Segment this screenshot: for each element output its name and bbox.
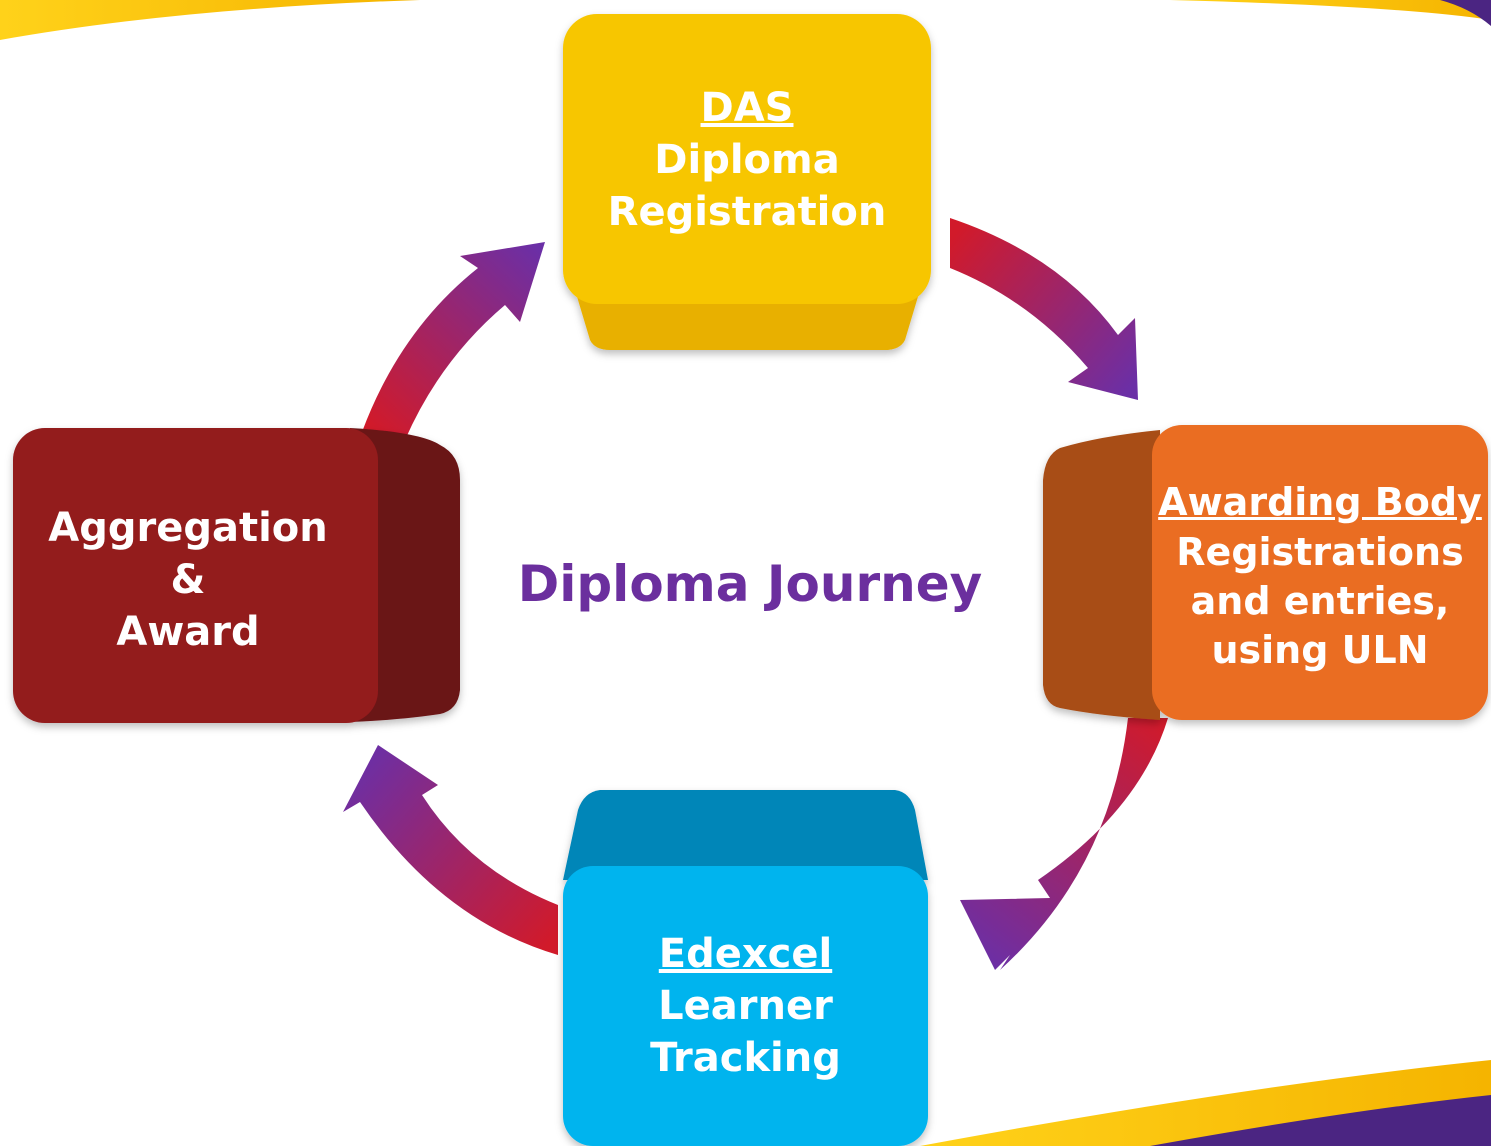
edexcel-line-2: Tracking [650,1035,841,1081]
edexcel-heading: Edexcel [658,931,833,977]
aggregation-box [13,428,460,723]
das-heading: DAS [700,85,794,131]
awarding-body-node: Awarding Body Registrations and entries,… [1152,462,1488,692]
das-node: DAS Diploma Registration [563,70,931,250]
top-swoosh-decoration [0,0,1491,40]
aggregation-line-1: Aggregation [48,505,328,551]
das-box [563,14,931,350]
das-line-2: Registration [607,189,887,235]
aggregation-line-2: & [170,557,206,603]
awarding-body-heading: Awarding Body [1158,480,1482,525]
awarding-body-line-2: and entries, [1190,579,1450,623]
awarding-body-line-3: using ULN [1211,628,1429,673]
edexcel-box [563,790,928,1146]
aggregation-node: Aggregation & Award [13,490,363,670]
edexcel-line-1: Learner [658,983,833,1029]
das-line-1: Diploma [654,137,840,183]
flow-arrow-edexcel-to-aggregation [343,745,558,955]
diagram-title: Diploma Journey [517,555,983,613]
aggregation-line-3: Award [116,609,260,655]
awarding-body-box [1043,425,1488,720]
flow-arrow-awarding-body-to-edexcel [960,718,1168,970]
edexcel-node: Edexcel Learner Tracking [563,916,928,1096]
flow-arrow-das-to-awarding-body [950,218,1138,400]
bottom-swoosh-decoration [920,1060,1491,1146]
awarding-body-line-1: Registrations [1176,529,1464,574]
flow-arrow-aggregation-to-das [362,242,545,440]
